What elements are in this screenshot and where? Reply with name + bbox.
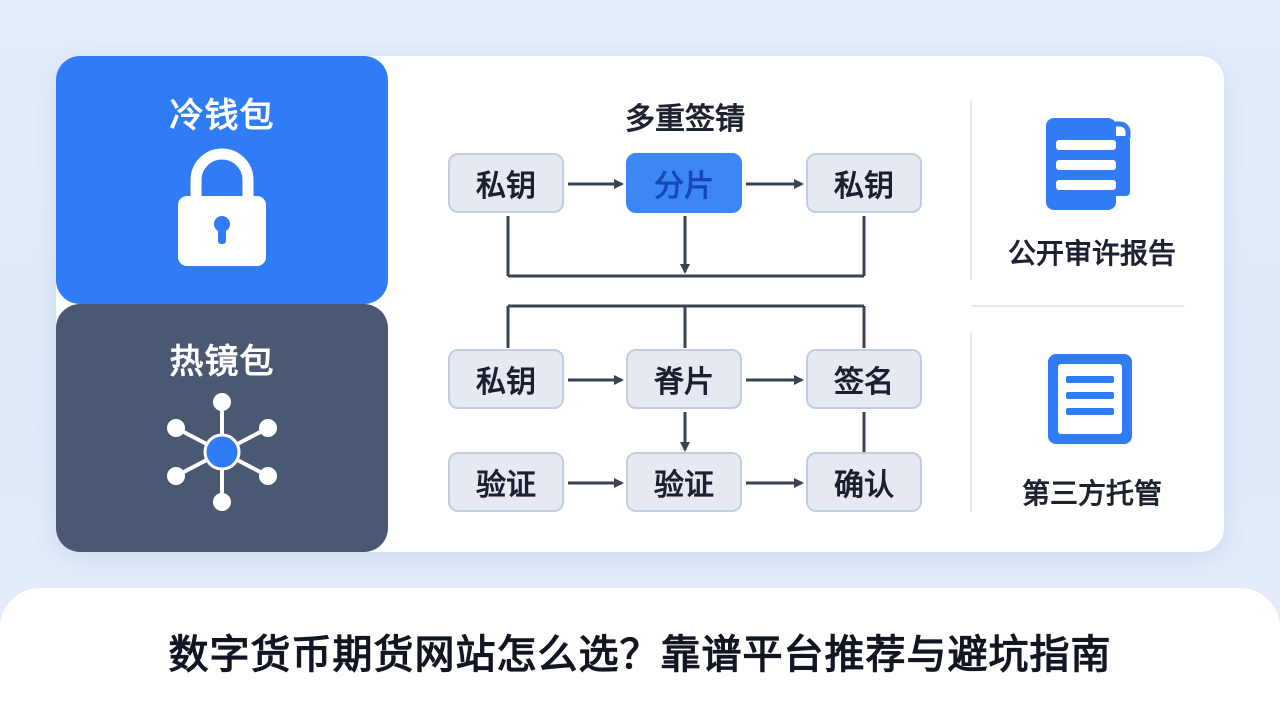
flow-box-r2-c2: 脊片 bbox=[626, 349, 742, 409]
list-document-icon bbox=[1048, 354, 1132, 444]
flow-box-r3-c2: 验证 bbox=[626, 452, 742, 512]
flow-box-r1-c1: 私钥 bbox=[448, 153, 564, 213]
hot-wallet-panel: 热镜包 bbox=[56, 304, 388, 552]
headline-card bbox=[0, 588, 1280, 728]
flow-box-r1-c3: 私钥 bbox=[806, 153, 922, 213]
divider-vertical-top bbox=[970, 100, 972, 280]
flow-box-r3-c3: 确认 bbox=[806, 452, 922, 512]
headline: 数字货币期货网站怎么选？靠谱平台推荐与避坑指南 bbox=[168, 632, 1112, 678]
flow-box-r1-c2: 分片 bbox=[626, 153, 742, 213]
divider-horizontal bbox=[972, 305, 1184, 307]
divider-vertical-bottom bbox=[970, 332, 972, 512]
flow-box-r2-c1: 私钥 bbox=[448, 349, 564, 409]
network-nodes-icon bbox=[167, 393, 277, 511]
flow-box-r2-c3: 签名 bbox=[806, 349, 922, 409]
flow-box-r3-c1: 验证 bbox=[448, 452, 564, 512]
third-party-custody-label: 第三方托管 bbox=[1021, 477, 1162, 510]
cold-wallet-panel: 冷钱包 bbox=[56, 56, 388, 304]
lock-icon bbox=[178, 148, 266, 266]
cold-wallet-title: 冷钱包 bbox=[169, 96, 275, 136]
document-icon bbox=[1046, 118, 1131, 210]
audit-report-label: 公开审许报告 bbox=[1007, 237, 1176, 270]
hot-wallet-title: 热镜包 bbox=[169, 342, 275, 382]
flow-title: 多重签锖 bbox=[625, 102, 745, 137]
